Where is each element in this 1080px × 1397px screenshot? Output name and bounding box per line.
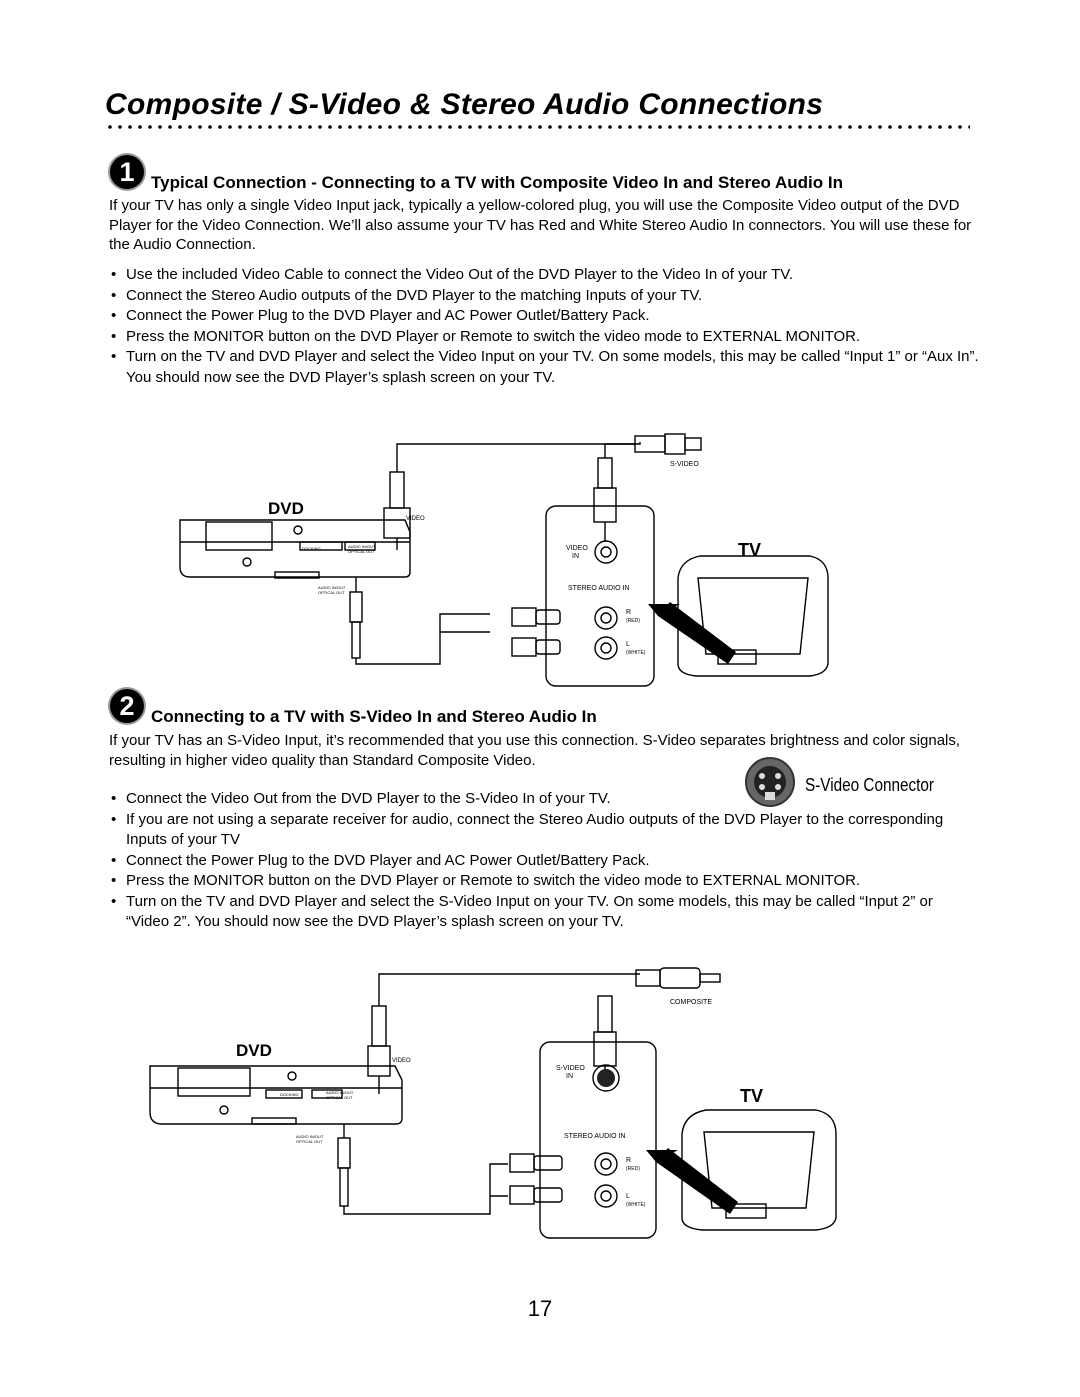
r-label: R	[626, 1157, 631, 1164]
list-item: Turn on the TV and DVD Player and select…	[109, 892, 979, 933]
audio-label-bottom: AUDIO IN/OUT	[296, 1134, 324, 1139]
r-label: R	[626, 609, 631, 616]
list-item: Use the included Video Cable to connect …	[109, 265, 979, 286]
optical-label-top: OPTICAL OUT	[348, 549, 375, 554]
list-item: Press the MONITOR button on the DVD Play…	[109, 327, 979, 348]
list-item: Connect the Power Plug to the DVD Player…	[109, 306, 979, 327]
dvd-label: DVD	[268, 499, 304, 518]
list-item: Connect the Power Plug to the DVD Player…	[109, 851, 979, 872]
stereo-label: STEREO AUDIO IN	[568, 585, 629, 592]
section-1-intro: If your TV has only a single Video Input…	[109, 197, 972, 253]
list-item: Press the MONITOR button on the DVD Play…	[109, 871, 979, 892]
composite-connection-diagram: DVD TV S-VIDEO VIDEO DOCKING AUDIO IN/OU…	[179, 433, 829, 687]
s-video-connection-diagram: DVD TV COMPOSITE VIDEO DOCKING AUDIO IN/…	[149, 967, 837, 1239]
r-sub: (RED)	[626, 618, 640, 624]
dvd-video-label: VIDEO	[406, 516, 425, 522]
section-2-bullets: Connect the Video Out from the DVD Playe…	[109, 789, 979, 933]
list-item: Turn on the TV and DVD Player and select…	[109, 347, 979, 388]
tv-input-sub: IN	[572, 553, 579, 560]
tv-input-sub: IN	[566, 1073, 573, 1080]
r-sub: (RED)	[626, 1166, 640, 1172]
tv-input-label: S-VIDEO	[556, 1065, 585, 1072]
optical-label-bottom: OPTICAL OUT	[318, 590, 345, 595]
dvd-video-label: VIDEO	[392, 1058, 411, 1064]
cable-label: COMPOSITE	[670, 999, 712, 1006]
tv-label: TV	[740, 1086, 763, 1106]
l-label: L	[626, 1193, 630, 1200]
l-label: L	[626, 641, 630, 648]
step-1-badge: 1	[110, 155, 144, 189]
step-2-badge: 2	[110, 689, 144, 723]
section-1-heading: Typical Connection - Connecting to a TV …	[151, 173, 843, 192]
optical-label-bottom: OPTICAL OUT	[296, 1139, 323, 1144]
dvd-label: DVD	[236, 1041, 272, 1060]
stereo-label: STEREO AUDIO IN	[564, 1133, 625, 1140]
optical-label-top: OPTICAL OUT	[326, 1095, 353, 1100]
cable-label: S-VIDEO	[670, 461, 699, 468]
audio-label-bottom: AUDIO IN/OUT	[318, 585, 346, 590]
page-title: Composite / S-Video & Stereo Audio Conne…	[105, 88, 824, 121]
tv-label: TV	[738, 540, 761, 560]
audio-label-top: AUDIO IN/OUT	[348, 544, 376, 549]
docking-label: DOCKING	[302, 546, 321, 551]
page-number: 17	[527, 1296, 553, 1321]
list-item: If you are not using a separate receiver…	[109, 810, 979, 851]
section-2-heading: Connecting to a TV with S-Video In and S…	[151, 707, 597, 726]
list-item: Connect the Stereo Audio outputs of the …	[109, 286, 979, 307]
l-sub: (WHITE)	[626, 1202, 646, 1208]
dotted-divider	[105, 122, 970, 132]
list-item: Connect the Video Out from the DVD Playe…	[109, 789, 979, 810]
audio-label-top: AUDIO IN/OUT	[326, 1090, 354, 1095]
tv-input-label: VIDEO	[566, 545, 588, 552]
l-sub: (WHITE)	[626, 650, 646, 656]
section-1-bullets: Use the included Video Cable to connect …	[109, 265, 979, 388]
section-2-intro: If your TV has an S-Video Input, it’s re…	[109, 732, 961, 769]
docking-label: DOCKING	[280, 1092, 299, 1097]
